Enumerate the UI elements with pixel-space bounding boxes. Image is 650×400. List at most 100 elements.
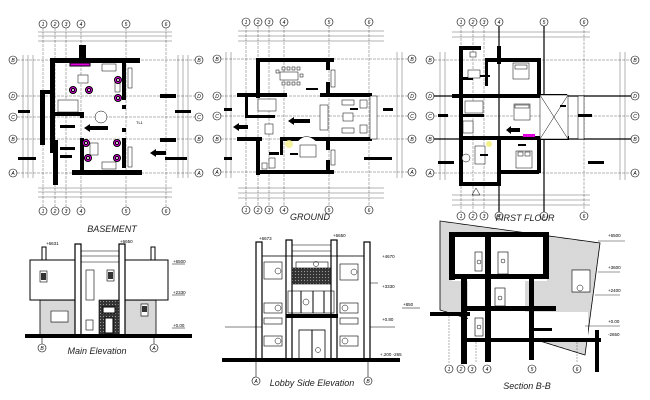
svg-text:B: B (410, 137, 414, 143)
svg-text:+.200 -265: +.200 -265 (380, 352, 402, 357)
svg-text:A: A (214, 170, 219, 176)
svg-text:A: A (409, 170, 414, 176)
svg-text:+0.80: +0.80 (382, 317, 394, 322)
svg-text:B: B (11, 58, 15, 64)
svg-text:C: C (633, 114, 637, 120)
svg-text:C: C (410, 114, 414, 120)
svg-text:2: 2 (471, 20, 475, 26)
svg-text:TL1: TL1 (136, 120, 144, 125)
svg-text:-2650: -2650 (608, 332, 620, 337)
svg-text:+6650: +6650 (120, 239, 133, 244)
svg-text:C: C (428, 114, 432, 120)
svg-text:B: B (428, 137, 432, 143)
svg-text:+3330: +3330 (382, 284, 395, 289)
svg-text:2: 2 (256, 208, 260, 214)
lobby-elevation-title: Lobby Side Elevation (269, 378, 355, 388)
svg-text:+850: +850 (403, 302, 414, 307)
svg-text:B: B (11, 137, 15, 143)
svg-text:+6673: +6673 (259, 236, 272, 241)
svg-text:4: 4 (498, 20, 501, 26)
svg-text:B: B (215, 57, 219, 63)
svg-text:2: 2 (459, 367, 463, 373)
svg-text:D: D (11, 94, 15, 100)
svg-text:B: B (366, 379, 370, 385)
svg-text:B: B (633, 137, 637, 143)
svg-text:A: A (427, 171, 432, 177)
main-elevation-title: Main Elevation (67, 346, 127, 356)
svg-text:A: A (10, 171, 15, 177)
svg-text:5: 5 (543, 20, 546, 26)
svg-text:3: 3 (483, 20, 486, 26)
section-title: Section B-B (503, 381, 551, 391)
svg-text:A: A (632, 171, 637, 177)
svg-text:4: 4 (80, 22, 83, 28)
svg-text:C: C (215, 114, 219, 120)
svg-text:+6500: +6500 (173, 259, 186, 264)
svg-text:5: 5 (328, 208, 331, 214)
svg-text:+0.00: +0.00 (173, 323, 185, 328)
svg-text:A: A (253, 379, 258, 385)
svg-text:+4670: +4670 (382, 254, 395, 259)
svg-text:2: 2 (53, 22, 57, 28)
svg-text:3: 3 (268, 208, 271, 214)
svg-text:B: B (197, 137, 201, 143)
svg-text:+6500: +6500 (608, 233, 621, 238)
svg-text:A: A (196, 171, 201, 177)
section-b-b-drawing: +6500 +3600 +2400 +0.00 -2650 1 2 3 4 5 6 (430, 220, 625, 374)
svg-text:A: A (151, 346, 156, 352)
svg-text:D: D (428, 94, 432, 100)
svg-text:6: 6 (165, 22, 168, 28)
svg-text:5: 5 (543, 214, 546, 220)
svg-text:4: 4 (80, 209, 83, 215)
svg-text:3: 3 (471, 367, 474, 373)
svg-text:C: C (197, 115, 201, 121)
svg-text:3: 3 (65, 22, 68, 28)
svg-text:B: B (633, 58, 637, 64)
svg-text:+2400: +2400 (608, 288, 621, 293)
svg-text:B: B (428, 58, 432, 64)
basement-title: BASEMENT (87, 224, 137, 234)
svg-text:B: B (40, 346, 44, 352)
svg-text:1: 1 (42, 209, 45, 215)
svg-text:1: 1 (245, 20, 248, 26)
svg-text:4: 4 (498, 214, 501, 220)
svg-text:6: 6 (583, 214, 586, 220)
svg-text:B: B (410, 57, 414, 63)
svg-text:+2330: +2330 (173, 290, 186, 295)
svg-text:2: 2 (471, 214, 475, 220)
svg-text:2: 2 (256, 20, 260, 26)
svg-text:+0.00: +0.00 (608, 319, 620, 324)
svg-text:5: 5 (125, 22, 128, 28)
svg-text:C: C (11, 115, 15, 121)
svg-text:D: D (215, 94, 219, 100)
first-floor-title: FIRST FLOUR (495, 213, 555, 223)
svg-text:3: 3 (65, 209, 68, 215)
ground-title: GROUND (290, 212, 330, 222)
svg-text:6: 6 (368, 20, 371, 26)
svg-text:4: 4 (283, 20, 286, 26)
svg-text:4: 4 (283, 208, 286, 214)
svg-text:1: 1 (245, 208, 248, 214)
svg-text:D: D (633, 94, 637, 100)
svg-text:D: D (410, 94, 414, 100)
svg-text:3: 3 (483, 214, 486, 220)
svg-text:5: 5 (531, 367, 534, 373)
svg-text:1: 1 (42, 22, 45, 28)
svg-text:2: 2 (53, 209, 57, 215)
svg-text:1: 1 (448, 367, 451, 373)
svg-text:1: 1 (460, 20, 463, 26)
svg-text:1: 1 (460, 214, 463, 220)
svg-text:4: 4 (486, 367, 489, 373)
svg-text:6: 6 (368, 208, 371, 214)
svg-text:B: B (197, 58, 201, 64)
svg-text:5: 5 (125, 209, 128, 215)
svg-text:+3600: +3600 (608, 265, 621, 270)
svg-text:6: 6 (576, 367, 579, 373)
svg-text:5: 5 (328, 20, 331, 26)
